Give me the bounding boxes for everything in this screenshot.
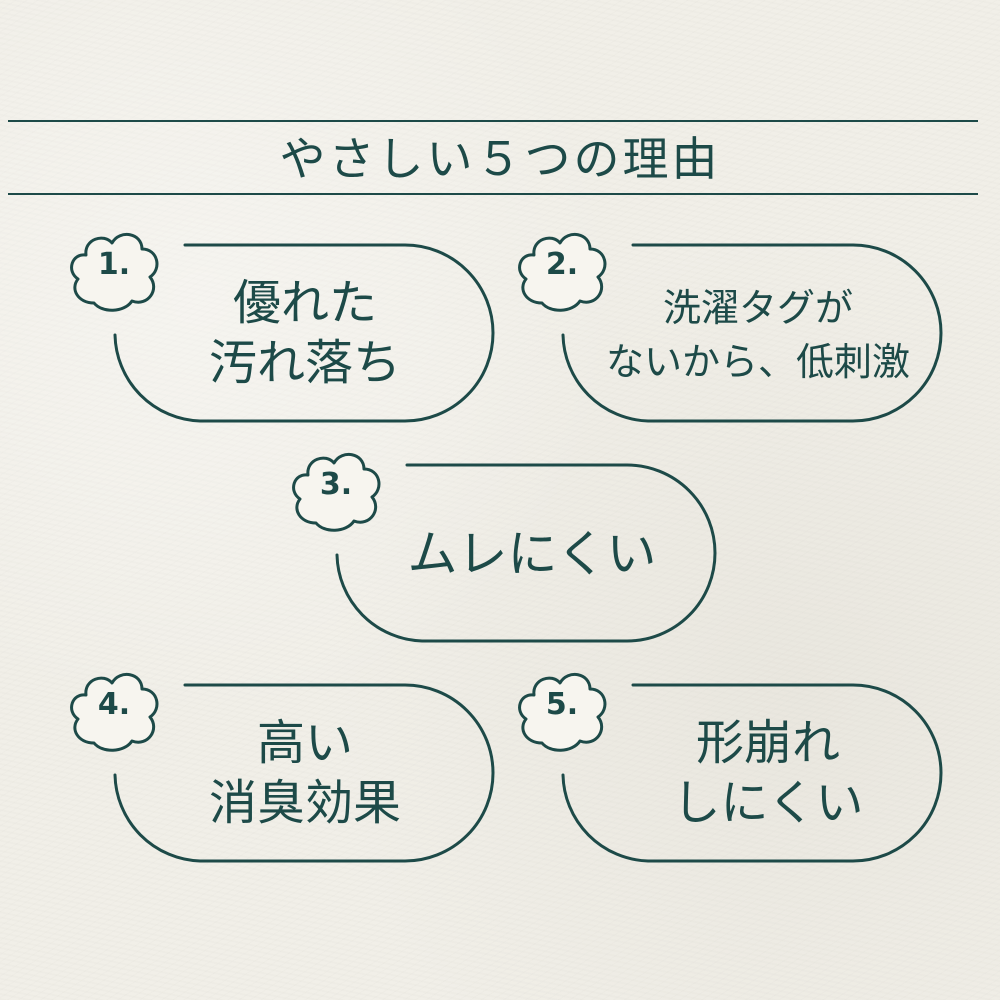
- reason-text-line1: 形崩れ: [695, 715, 840, 771]
- flower-cloud-icon: 3.: [286, 445, 386, 535]
- pill-outline: [335, 463, 717, 643]
- reason-text-line1: 洗濯タグが: [662, 286, 853, 330]
- reason-text-line2: 汚れ落ち: [208, 335, 401, 391]
- reason-number: 2.: [545, 247, 579, 282]
- reason-card-3: 3. ムレにくい: [282, 445, 722, 650]
- pill-outline: [561, 683, 943, 863]
- flower-cloud-icon: 4.: [64, 665, 164, 755]
- reason-card-1: 1. 優れた 汚れ落ち: [60, 225, 500, 430]
- flower-cloud-icon: 5.: [512, 665, 612, 755]
- reason-text-line1: 優れた: [232, 275, 377, 331]
- reason-number: 3.: [319, 467, 353, 502]
- title-rule-bottom: [8, 193, 978, 195]
- title-rule-top: [8, 120, 978, 122]
- flower-cloud-icon: 2.: [512, 225, 612, 315]
- reason-text-line2: ないから、低刺激: [605, 340, 910, 384]
- reason-text-line1: ムレにくい: [407, 525, 657, 583]
- reason-text-line1: 高い: [256, 715, 353, 771]
- flower-cloud-icon: 1.: [64, 225, 164, 315]
- pill-outline: [561, 243, 943, 423]
- reason-number: 1.: [97, 247, 131, 282]
- reason-card-5: 5. 形崩れ しにくい: [508, 665, 948, 870]
- page-title: やさしい５つの理由: [279, 132, 721, 186]
- reason-text-line2: しにくい: [672, 775, 864, 831]
- pill-outline: [113, 683, 495, 863]
- reason-text-line2: 消臭効果: [208, 775, 401, 831]
- reason-card-2: 2. 洗濯タグが ないから、低刺激: [508, 225, 948, 430]
- reason-number: 5.: [545, 687, 579, 722]
- pill-outline: [113, 243, 495, 423]
- reason-number: 4.: [97, 687, 131, 722]
- reason-card-4: 4. 高い 消臭効果: [60, 665, 500, 870]
